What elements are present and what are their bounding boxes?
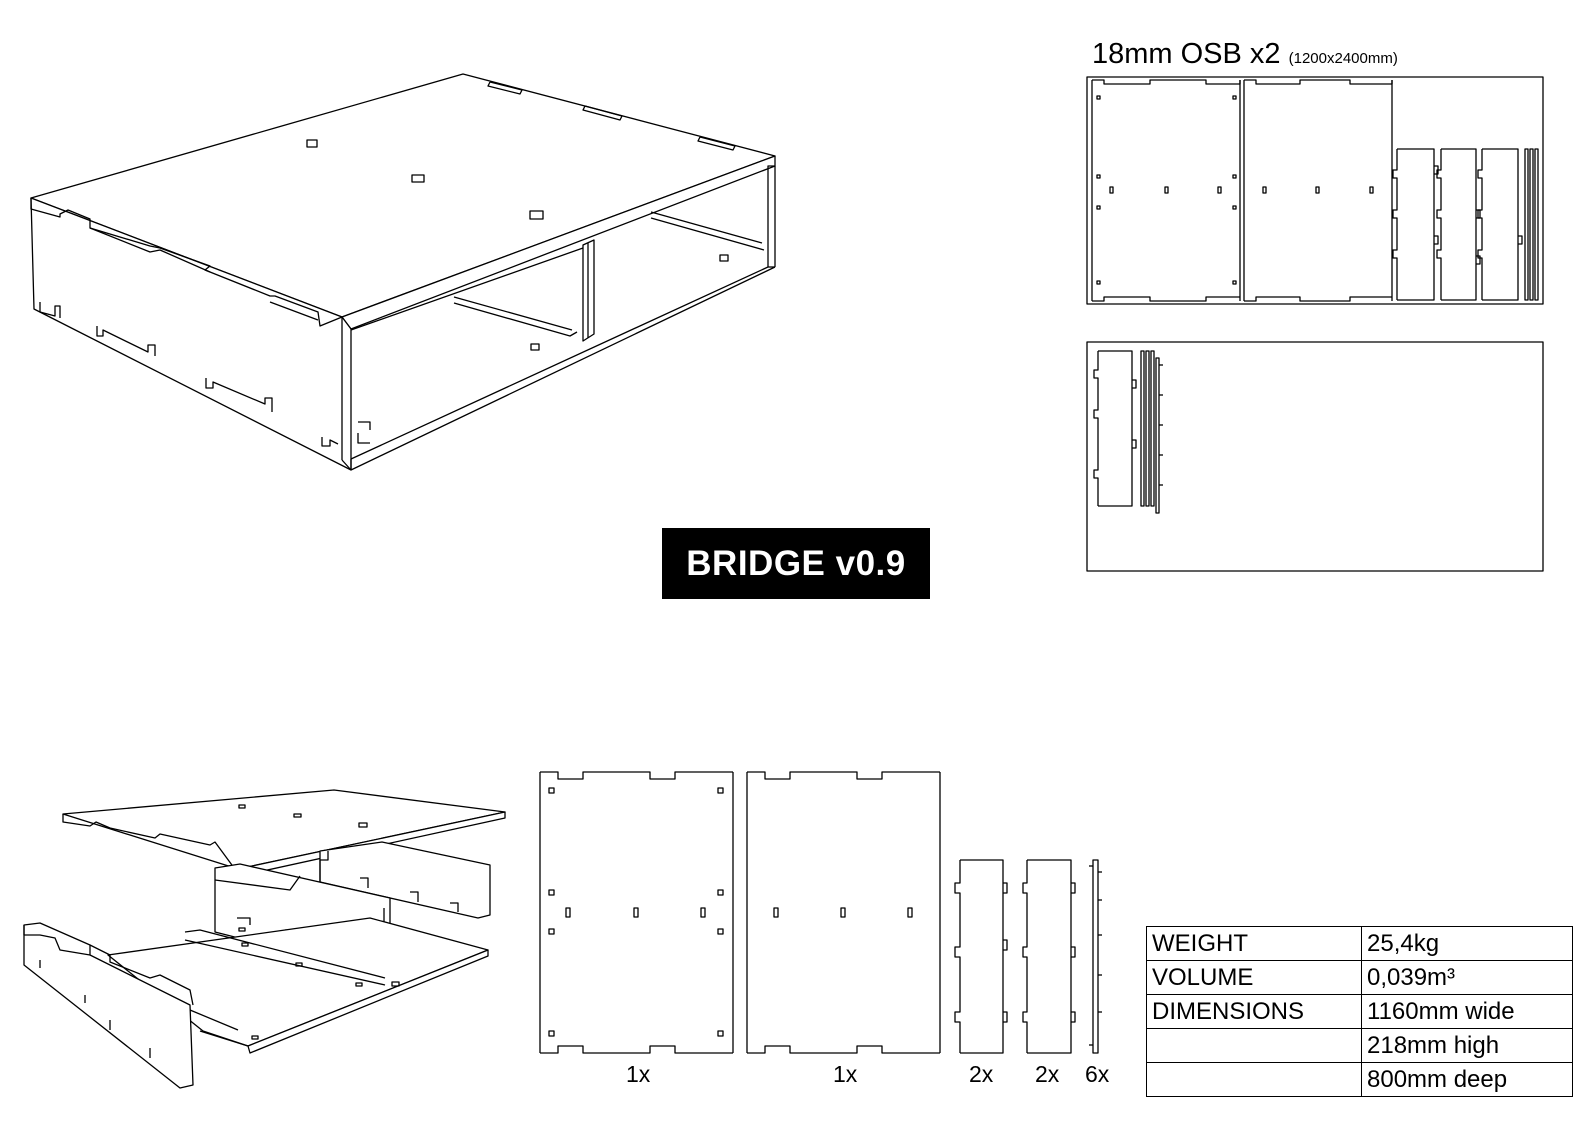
part-divider-panel <box>1022 859 1076 1054</box>
spec-row: 218mm high <box>1146 1028 1573 1063</box>
spec-row: DIMENSIONS 1160mm wide <box>1146 994 1573 1029</box>
cutting-sheet-2 <box>1086 341 1544 572</box>
qty-label: 1x <box>626 1061 651 1087</box>
sheet-title: 18mm OSB x2 (1200x2400mm) <box>1092 38 1398 71</box>
spec-key <box>1146 1062 1362 1097</box>
exploded-box-drawing <box>23 789 506 1089</box>
spec-key <box>1146 1028 1362 1063</box>
spec-value: 800mm deep <box>1361 1062 1573 1097</box>
qty-label: 2x <box>969 1061 994 1087</box>
title-badge-label: BRIDGE v0.9 <box>686 543 906 583</box>
spec-row: VOLUME 0,039m³ <box>1146 960 1573 995</box>
spec-row: WEIGHT 25,4kg <box>1146 926 1573 961</box>
spec-key: WEIGHT <box>1146 926 1362 961</box>
part-end-panel <box>954 859 1008 1054</box>
part-large-panel-1 <box>539 771 734 1054</box>
title-badge: BRIDGE v0.9 <box>662 528 930 599</box>
qty-label: 6x <box>1085 1061 1110 1087</box>
cutting-sheet-1 <box>1086 76 1544 305</box>
assembled-box-drawing <box>30 73 776 471</box>
qty-label: 1x <box>833 1061 858 1087</box>
part-rail <box>1089 859 1102 1054</box>
spec-value: 218mm high <box>1361 1028 1573 1063</box>
spec-key: VOLUME <box>1146 960 1362 995</box>
sheet-size: (1200x2400mm) <box>1288 50 1398 67</box>
spec-value: 0,039m³ <box>1361 960 1573 995</box>
spec-value: 1160mm wide <box>1361 994 1573 1029</box>
spec-row: 800mm deep <box>1146 1062 1573 1097</box>
spec-table: WEIGHT 25,4kg VOLUME 0,039m³ DIMENSIONS … <box>1146 926 1573 1097</box>
part-large-panel-2 <box>746 771 941 1054</box>
qty-label: 2x <box>1035 1061 1060 1087</box>
spec-value: 25,4kg <box>1361 926 1573 961</box>
sheet-title-main: 18mm OSB x2 <box>1092 38 1281 70</box>
spec-key: DIMENSIONS <box>1146 994 1362 1029</box>
